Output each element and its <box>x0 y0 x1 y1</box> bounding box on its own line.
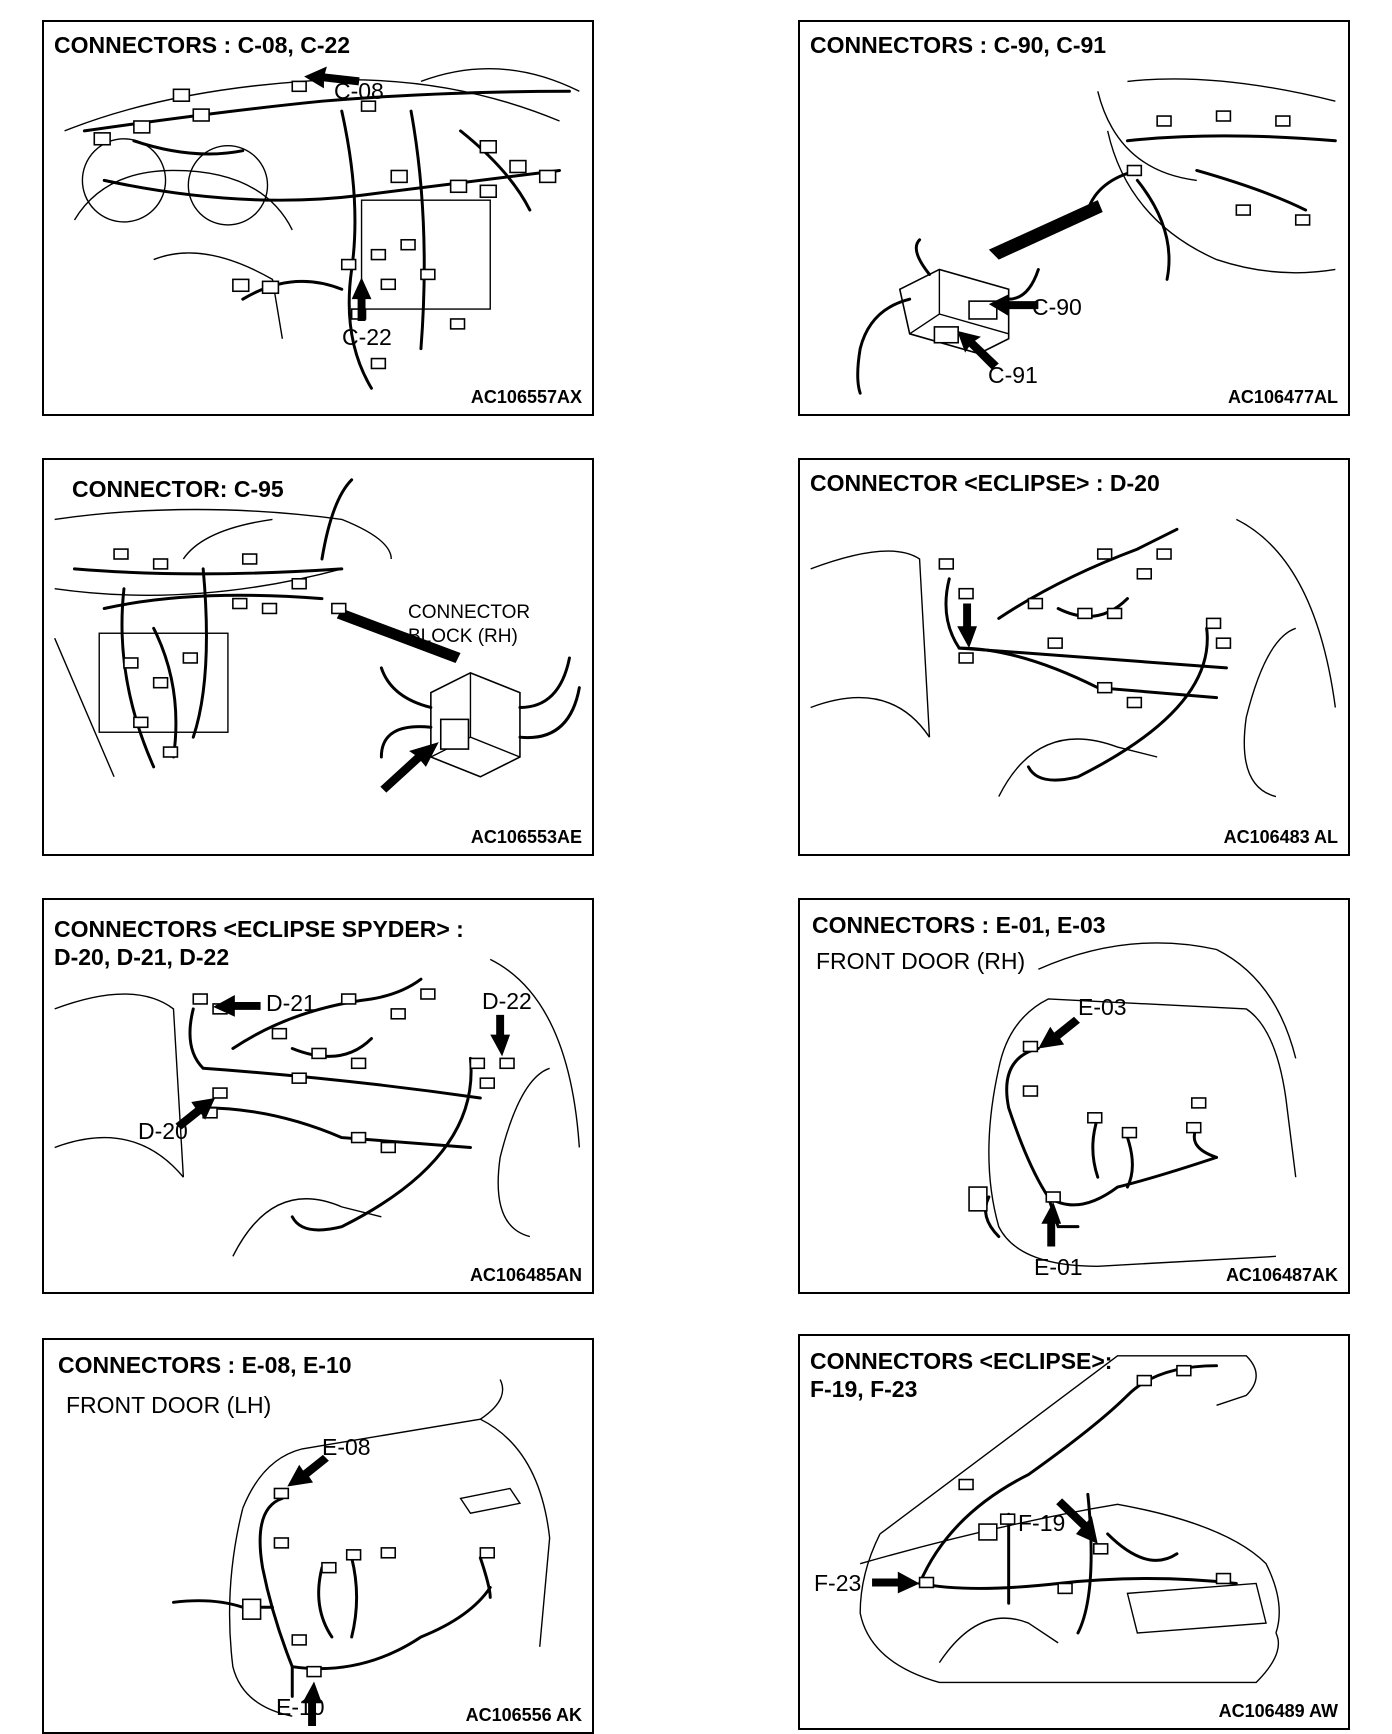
tailgate-harness-illustration <box>859 1355 1280 1684</box>
callout-c90: C-90 <box>1032 294 1082 320</box>
panel-title: CONNECTORS : C-08, C-22 <box>54 32 351 58</box>
connector-icon <box>918 1364 1232 1595</box>
panel-title: CONNECTOR: C-95 <box>72 476 284 502</box>
callout-d22: D-22 <box>482 988 532 1014</box>
callout-c91: C-91 <box>988 362 1038 388</box>
figure-code: AC106477AL <box>1227 387 1338 407</box>
callout-c08: C-08 <box>334 78 384 104</box>
figure-code: AC106557AX <box>470 387 582 407</box>
diagram-panel-d20-d21-d22: CONNECTORS <ECLIPSE SPYDER> : D-20, D-21… <box>42 898 594 1294</box>
panel-title-line2: D-20, D-21, D-22 <box>54 944 230 970</box>
figure-code: AC106489 AW <box>1218 1701 1338 1721</box>
door-harness-illustration <box>171 1379 551 1727</box>
callout-d20: D-20 <box>138 1118 188 1144</box>
arrow-icon <box>287 1454 329 1727</box>
callout-block-rh: BLOCK (RH) <box>408 626 518 647</box>
figure-code: AC106553AE <box>470 827 582 847</box>
panel-subtitle: FRONT DOOR (LH) <box>66 1392 272 1418</box>
connector-icon <box>938 548 1232 709</box>
callout-f23: F-23 <box>814 1570 862 1596</box>
diagram-panel-d20: CONNECTOR <ECLIPSE> : D-20 AC106483 AL <box>798 458 1350 856</box>
panel-title: CONNECTORS : E-08, E-10 <box>58 1352 352 1378</box>
wiring-harness-illustration <box>856 78 1337 395</box>
callout-e10: E-10 <box>276 1694 325 1720</box>
connector-icon <box>968 1040 1207 1212</box>
panel-title: CONNECTORS : E-01, E-03 <box>812 912 1106 938</box>
figure-code: AC106487AK <box>1225 1265 1338 1285</box>
arrow-icon <box>380 742 439 793</box>
callout-f19: F-19 <box>1018 1510 1066 1536</box>
callout-connector: CONNECTOR <box>408 602 531 623</box>
panel-subtitle: FRONT DOOR (RH) <box>816 948 1026 974</box>
callout-e03: E-03 <box>1078 994 1127 1020</box>
panel-title: CONNECTORS <ECLIPSE>: <box>810 1348 1113 1374</box>
panel-title-line2: F-19, F-23 <box>810 1376 918 1402</box>
connector-icon <box>241 1487 495 1678</box>
arrow-icon <box>957 603 977 649</box>
figure-code: AC106483 AL <box>1223 827 1338 847</box>
connector-icon <box>113 548 347 758</box>
arrow-icon <box>957 294 1039 370</box>
arrow-icon <box>175 995 511 1130</box>
panel-title: CONNECTORS <ECLIPSE SPYDER> : <box>54 916 464 942</box>
diagram-panel-c90-c91: CONNECTORS : C-90, C-91 C-90 C-91 AC1064… <box>798 20 1350 416</box>
arrow-icon <box>872 1498 1098 1594</box>
wiring-harness-illustration <box>54 958 581 1257</box>
callout-e01: E-01 <box>1034 1254 1083 1280</box>
diagram-panel-e08-e10: CONNECTORS : E-08, E-10 FRONT DOOR (LH) … <box>42 1338 594 1734</box>
arrow-icon <box>1038 1016 1080 1247</box>
diagram-panel-c08-c22: CONNECTORS : C-08, C-22 C-08 C-22 AC1065… <box>42 20 594 416</box>
connector-icon <box>93 80 557 370</box>
wiring-harness-illustration <box>64 66 580 390</box>
diagram-panel-f19-f23: CONNECTORS <ECLIPSE>: F-19, F-23 F-19 F-… <box>798 1334 1350 1730</box>
panel-title: CONNECTOR <ECLIPSE> : D-20 <box>810 470 1160 496</box>
diagram-panel-c95: CONNECTOR: C-95 CONNECTOR BLOCK (RH) AC1… <box>42 458 594 856</box>
wiring-harness-illustration <box>54 478 581 793</box>
panel-title: CONNECTORS : C-90, C-91 <box>810 32 1107 58</box>
connector-icon <box>1126 110 1311 226</box>
callout-d21: D-21 <box>266 990 316 1016</box>
figure-code: AC106485AN <box>469 1265 582 1285</box>
callout-c22: C-22 <box>342 324 392 350</box>
callout-e08: E-08 <box>322 1434 371 1460</box>
diagram-panel-e01-e03: CONNECTORS : E-01, E-03 FRONT DOOR (RH) … <box>798 898 1350 1294</box>
figure-code: AC106556 AK <box>465 1705 582 1725</box>
wiring-harness-illustration <box>810 518 1337 798</box>
door-harness-illustration <box>968 942 1297 1267</box>
